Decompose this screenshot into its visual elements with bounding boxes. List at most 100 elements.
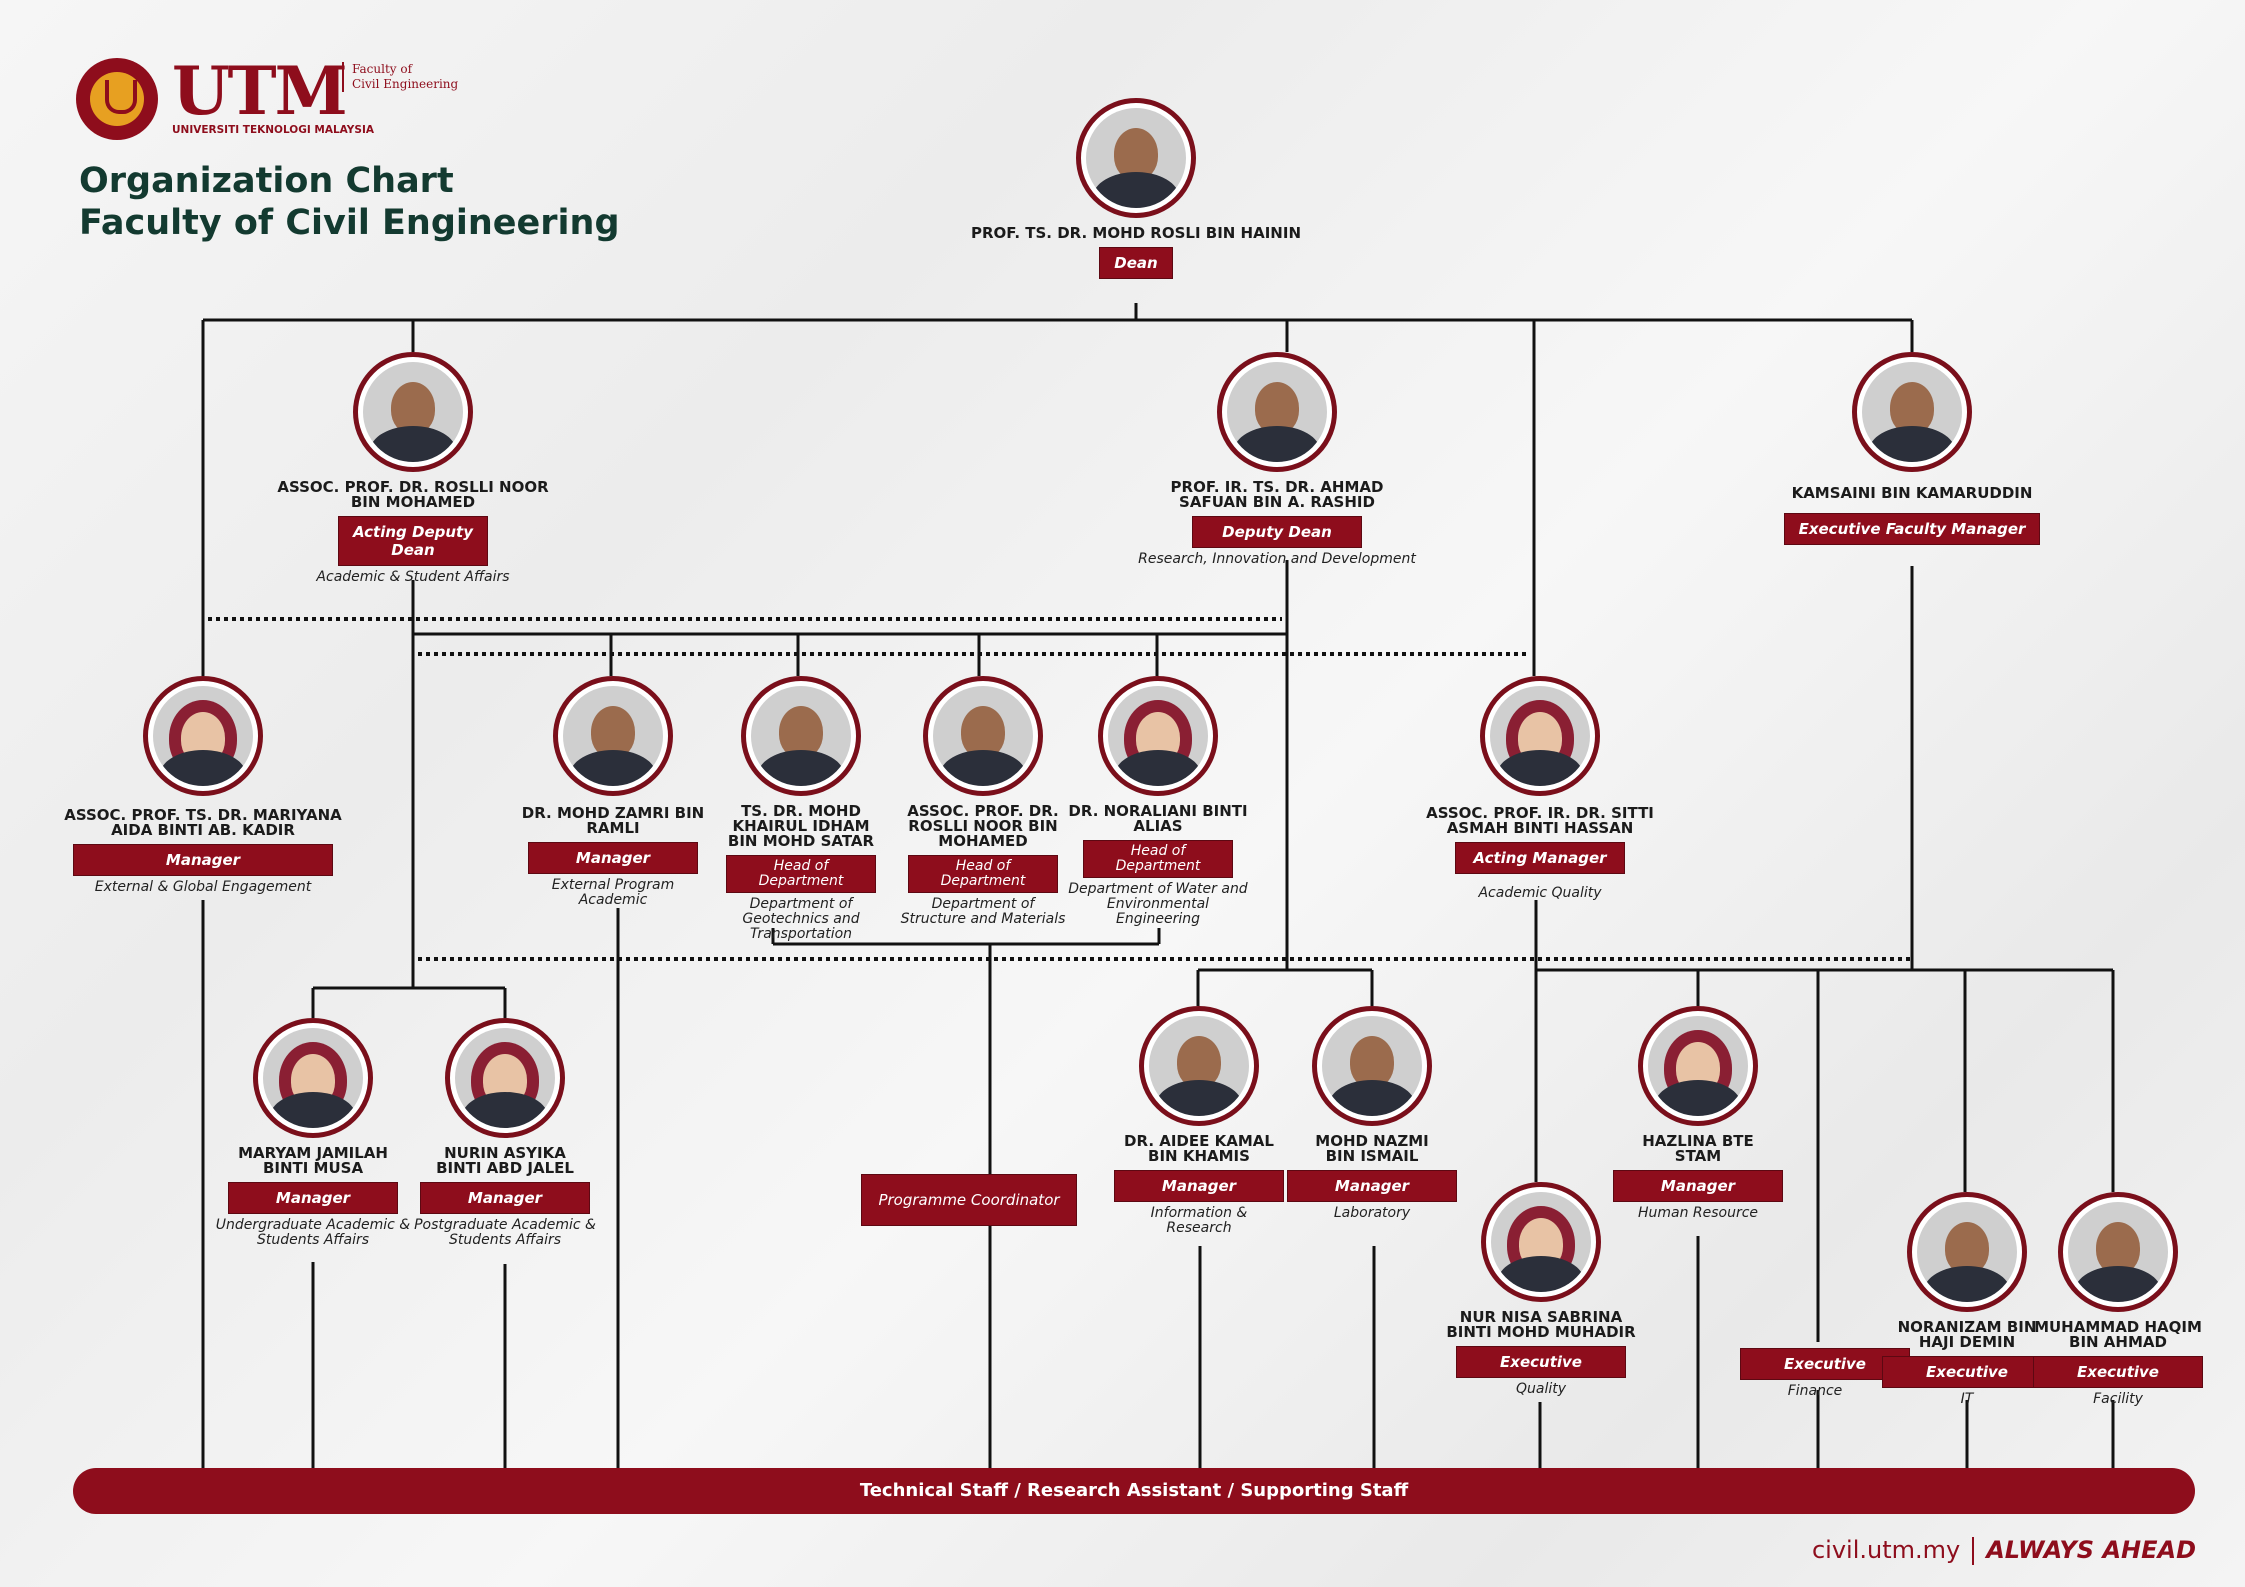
person-name: ASSOC. PROF. DR. ROSLLI NOOR BIN MOHAMED <box>277 478 549 511</box>
footer-site[interactable]: civil.utm.my <box>1811 1536 1961 1564</box>
node-exec-it: NORANIZAM BIN HAJI DEMIN Executive IT <box>1882 1192 2052 1407</box>
person-name: PROF. TS. DR. MOHD ROSLI BIN HAININ <box>970 224 1301 242</box>
role-badge: Executive <box>2033 1356 2203 1388</box>
role-badge: Head of Department <box>1083 840 1233 878</box>
portrait <box>1852 352 1972 472</box>
node-mgr-lab: MOHD NAZMI BIN ISMAIL Manager Laboratory <box>1272 1006 1472 1221</box>
node-deputy-research: PROF. IR. TS. DR. AHMAD SAFUAN BIN A. RA… <box>1137 352 1417 567</box>
department-label: Facility <box>2093 1391 2143 1407</box>
person-name: TS. DR. MOHD KHAIRUL IDHAM BIN MOHD SATA… <box>727 802 875 850</box>
portrait <box>1481 1182 1601 1302</box>
portrait <box>1076 98 1196 218</box>
person-name: PROF. IR. TS. DR. AHMAD SAFUAN BIN A. RA… <box>1170 478 1384 511</box>
logo-faculty-line2: Civil Engineering <box>352 77 459 91</box>
node-exec-finance: Executive Finance <box>1740 1342 1910 1399</box>
person-name: NURIN ASYIKA BINTI ABD JALEL <box>436 1144 574 1177</box>
portrait <box>1217 352 1337 472</box>
role-badge: Executive <box>1740 1348 1910 1380</box>
portrait <box>553 676 673 796</box>
role-badge: Manager <box>1613 1170 1783 1202</box>
logo-wordmark: UTM <box>172 52 348 130</box>
person-name: NORANIZAM BIN HAJI DEMIN <box>1897 1318 2037 1351</box>
department-label: Department of Water and Environmental En… <box>1068 881 1248 927</box>
person-name: KAMSAINI BIN KAMARUDDIN <box>1791 484 2033 502</box>
person-name: HAZLINA BTE STAM <box>1642 1132 1754 1165</box>
department-label: Department of Structure and Materials <box>900 896 1066 927</box>
department-label: Finance <box>1787 1383 1843 1399</box>
department-label: Academic & Student Affairs <box>316 569 510 585</box>
node-mgr-quality: ASSOC. PROF. IR. DR. SITTI ASMAH BINTI H… <box>1400 676 1680 901</box>
role-badge: Manager <box>228 1182 398 1214</box>
department-label: Information & Research <box>1150 1205 1248 1236</box>
portrait <box>741 676 861 796</box>
department-label: External & Global Engagement <box>94 879 312 895</box>
role-badge: Executive Faculty Manager <box>1783 513 2041 545</box>
person-name: ASSOC. PROF. DR. ROSLLI NOOR BIN MOHAMED <box>907 802 1059 850</box>
portrait <box>1638 1006 1758 1126</box>
node-exec-quality: NUR NISA SABRINA BINTI MOHD MUHADIR Exec… <box>1436 1182 1646 1397</box>
department-label: Department of Geotechnics and Transporta… <box>742 896 860 942</box>
logo-faculty-line1: Faculty of <box>352 62 413 76</box>
portrait <box>253 1018 373 1138</box>
logo-faculty: Faculty of Civil Engineering <box>342 62 462 92</box>
role-badge: Executive <box>1456 1346 1626 1378</box>
portrait <box>353 352 473 472</box>
node-exec-manager: KAMSAINI BIN KAMARUDDIN Executive Facult… <box>1772 352 2052 545</box>
page-title: Organization Chart Faculty of Civil Engi… <box>79 160 620 244</box>
department-label: Postgraduate Academic & Students Affairs <box>414 1217 596 1248</box>
department-label: Academic Quality <box>1478 885 1602 901</box>
programme-coordinator-box: Programme Coordinator <box>861 1174 1077 1226</box>
logo-university: UNIVERSITI TEKNOLOGI MALAYSIA <box>172 124 374 136</box>
footer-divider <box>1972 1537 1975 1565</box>
department-label: External Program Academic <box>551 877 675 908</box>
person-name: MARYAM JAMILAH BINTI MUSA <box>238 1144 388 1177</box>
person-name: DR. MOHD ZAMRI BIN RAMLI <box>521 804 705 837</box>
department-label: Undergraduate Academic & Students Affair… <box>215 1217 411 1248</box>
portrait <box>1098 676 1218 796</box>
portrait <box>1312 1006 1432 1126</box>
role-badge: Acting Deputy Dean <box>338 516 488 566</box>
node-deputy-academic: ASSOC. PROF. DR. ROSLLI NOOR BIN MOHAMED… <box>273 352 553 585</box>
department-label: Research, Innovation and Development <box>1138 551 1416 567</box>
node-mgr-program: DR. MOHD ZAMRI BIN RAMLI Manager Externa… <box>478 676 748 908</box>
person-name: MUHAMMAD HAQIM BIN AHMAD <box>2034 1318 2202 1351</box>
role-badge: Manager <box>420 1182 590 1214</box>
title-line1: Organization Chart <box>79 161 454 201</box>
node-dean: PROF. TS. DR. MOHD ROSLI BIN HAININ Dean <box>971 98 1301 279</box>
role-badge: Dean <box>1099 247 1173 279</box>
person-name: MOHD NAZMI BIN ISMAIL <box>1315 1132 1429 1165</box>
node-mgr-external: ASSOC. PROF. TS. DR. MARIYANA AIDA BINTI… <box>63 676 343 895</box>
role-badge: Manager <box>1114 1170 1284 1202</box>
node-hod-struct: ASSOC. PROF. DR. ROSLLI NOOR BIN MOHAMED… <box>898 676 1068 927</box>
node-hod-geo: TS. DR. MOHD KHAIRUL IDHAM BIN MOHD SATA… <box>716 676 886 942</box>
portrait <box>1480 676 1600 796</box>
node-mgr-hr: HAZLINA BTE STAM Manager Human Resource <box>1598 1006 1798 1221</box>
node-mgr-pg: NURIN ASYIKA BINTI ABD JALEL Manager Pos… <box>395 1018 615 1248</box>
role-badge: Manager <box>528 842 698 874</box>
portrait <box>1907 1192 2027 1312</box>
person-name: DR. NORALIANI BINTI ALIAS <box>1068 802 1248 835</box>
staff-bar: Technical Staff / Research Assistant / S… <box>73 1468 2195 1514</box>
role-badge: Head of Department <box>726 855 876 893</box>
role-badge: Manager <box>1287 1170 1457 1202</box>
footer-tagline: ALWAYS AHEAD <box>1986 1536 2196 1564</box>
node-mgr-info: DR. AIDEE KAMAL BIN KHAMIS Manager Infor… <box>1099 1006 1299 1236</box>
node-exec-facility: MUHAMMAD HAQIM BIN AHMAD Executive Facil… <box>2033 1192 2203 1407</box>
department-label: Laboratory <box>1333 1205 1411 1221</box>
department-label: IT <box>1960 1391 1974 1407</box>
role-badge: Executive <box>1882 1356 2052 1388</box>
node-mgr-ug: MARYAM JAMILAH BINTI MUSA Manager Underg… <box>203 1018 423 1248</box>
person-name: DR. AIDEE KAMAL BIN KHAMIS <box>1124 1132 1274 1165</box>
portrait <box>445 1018 565 1138</box>
person-name: ASSOC. PROF. IR. DR. SITTI ASMAH BINTI H… <box>1426 804 1654 837</box>
person-name: ASSOC. PROF. TS. DR. MARIYANA AIDA BINTI… <box>64 806 342 839</box>
title-line2: Faculty of Civil Engineering <box>79 203 620 243</box>
role-badge: Acting Manager <box>1455 842 1625 874</box>
footer: civil.utm.my ALWAYS AHEAD <box>1812 1536 2196 1565</box>
portrait <box>923 676 1043 796</box>
portrait <box>143 676 263 796</box>
department-label: Quality <box>1515 1381 1567 1397</box>
role-badge: Deputy Dean <box>1192 516 1362 548</box>
